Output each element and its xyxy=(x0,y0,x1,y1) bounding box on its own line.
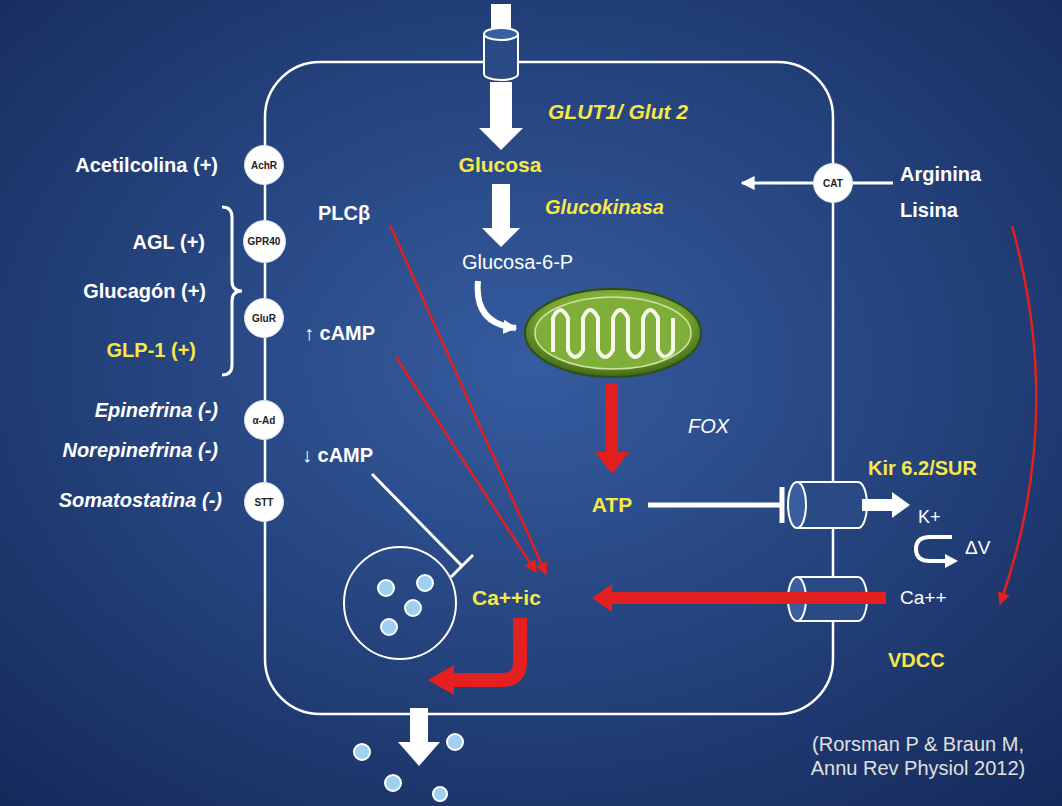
inhibition-line xyxy=(648,503,782,508)
second-messenger: ↓ cAMP xyxy=(302,443,373,467)
metabolite: Glucosa xyxy=(459,152,542,177)
receptor-circle: STT xyxy=(244,482,284,522)
insulin-granule xyxy=(433,787,447,801)
inhibition-line xyxy=(372,474,462,566)
stimulus-label: GLP-1 (+) xyxy=(107,338,196,362)
ion-label: Ca++ xyxy=(900,587,946,610)
receptor-name: AchR xyxy=(251,160,277,171)
secretion-arrow xyxy=(452,618,520,680)
granule xyxy=(405,600,421,616)
receptor-circle: GPR40 xyxy=(243,220,286,263)
arrow-head xyxy=(945,554,958,568)
insulin-granule xyxy=(354,744,370,760)
receptor-circle: GluR xyxy=(244,298,284,338)
kir-channel xyxy=(797,482,867,528)
receptor-name: α-Ad xyxy=(253,415,276,426)
metabolite: ATP xyxy=(592,492,632,517)
curved-arrow xyxy=(478,281,516,328)
red-arrow xyxy=(1000,226,1036,604)
receptor-name: GPR40 xyxy=(248,236,281,247)
transporter-top xyxy=(484,28,518,40)
block-arrow xyxy=(482,184,520,247)
inhibitor-label: Epinefrina (-) xyxy=(95,398,218,422)
citation: (Rorsman P & Braun M, Annu Rev Physiol 2… xyxy=(793,732,1043,780)
transporter-name: GLUT1/ Glut 2 xyxy=(548,99,688,124)
granule xyxy=(381,619,397,635)
receptor-name: STT xyxy=(255,497,274,508)
receptor-circle: CAT xyxy=(813,163,853,203)
amino-acid-label: Arginina Lisina xyxy=(900,156,1010,228)
receptor-circle: α-Ad xyxy=(244,400,284,440)
receptor-circle: AchR xyxy=(244,145,284,185)
stimulus-label: Acetilcolina (+) xyxy=(75,153,218,177)
red-arrow xyxy=(396,357,536,572)
voltage-label: ΔV xyxy=(965,537,990,560)
red-arrow xyxy=(595,384,629,474)
kir-channel-end xyxy=(788,482,806,528)
granule xyxy=(378,580,394,596)
stimulus-label: Glucagón (+) xyxy=(83,279,206,303)
block-arrow xyxy=(479,82,523,150)
insulin-granule xyxy=(447,734,463,750)
inhibition-bar xyxy=(780,487,785,523)
stimulus-label: AGL (+) xyxy=(133,230,205,254)
granule xyxy=(417,575,433,591)
enzyme-label: PLCβ xyxy=(318,201,370,225)
arrow-head xyxy=(428,665,454,695)
channel-name: VDCC xyxy=(888,648,945,672)
second-messenger: ↑ cAMP xyxy=(304,321,375,345)
inhibitor-label: Norepinefrina (-) xyxy=(62,438,218,462)
ion-label: K+ xyxy=(918,507,941,529)
process-label: FOX xyxy=(688,414,729,438)
ion-label: Ca++ic xyxy=(472,585,541,610)
potassium-arrow xyxy=(862,492,910,518)
exocytosis-arrow xyxy=(398,708,440,766)
metabolite: Glucosa-6-P xyxy=(462,250,573,274)
red-arrow xyxy=(390,225,546,574)
channel-name: Kir 6.2/SUR xyxy=(868,456,977,480)
cell-membrane xyxy=(265,62,833,714)
enzyme-label: Glucokinasa xyxy=(545,195,664,219)
brace xyxy=(222,207,242,375)
receptor-name: CAT xyxy=(823,178,843,189)
mitochondrion-inner xyxy=(535,297,691,369)
calcium-arrow xyxy=(592,584,886,612)
inhibitor-label: Somatostatina (-) xyxy=(59,488,222,512)
granule-pool xyxy=(344,547,456,659)
receptor-name: GluR xyxy=(252,313,276,324)
cristae xyxy=(553,310,673,357)
insulin-granule xyxy=(385,775,401,791)
inhibition-bar xyxy=(451,555,473,577)
mitochondrion xyxy=(525,289,701,377)
